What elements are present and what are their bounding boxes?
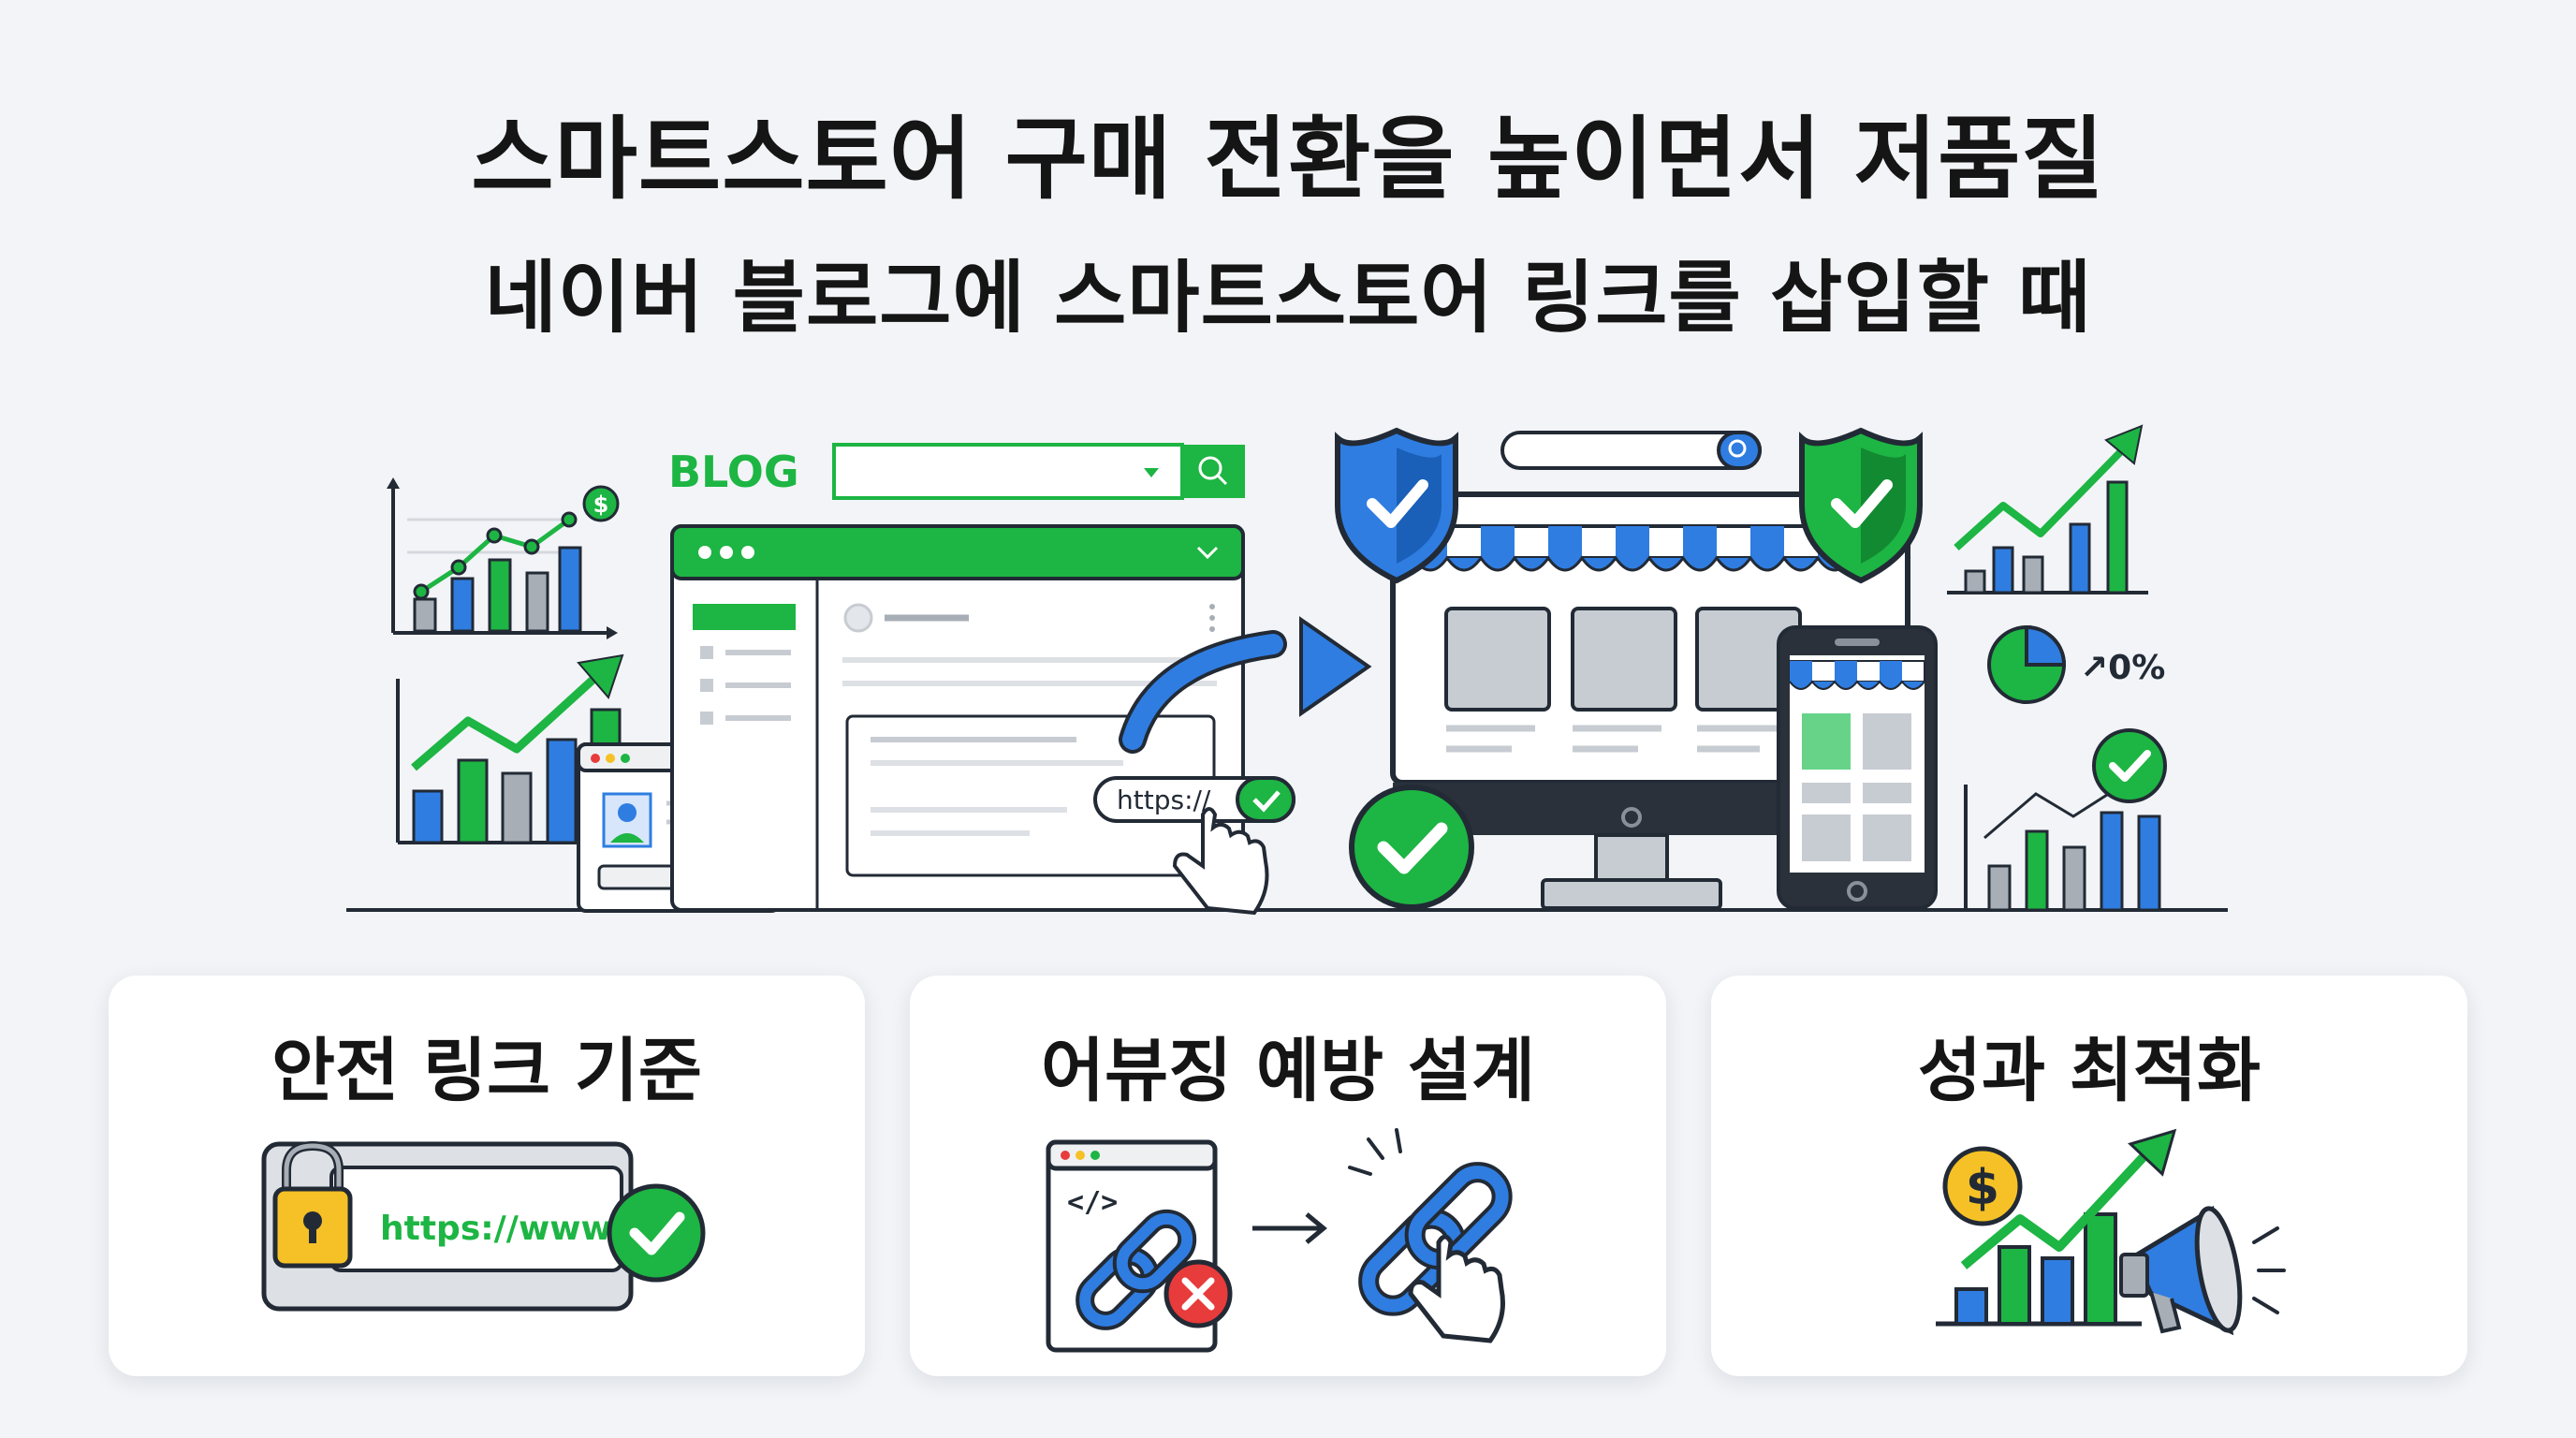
blog-search-button <box>1182 445 1245 498</box>
page-title: 스마트스토어 구매 전환을 높이면서 저품질 <box>471 107 2105 212</box>
arrow-right-icon <box>1299 616 1372 717</box>
card-title: 성과 최적화 <box>1917 1031 2261 1111</box>
chevron-down-icon <box>1196 546 1219 560</box>
growth-chart-top-right <box>1947 424 2148 594</box>
hero-illustration: $ BLOG <box>346 424 2228 916</box>
chevron-down-icon <box>1144 468 1159 477</box>
stat-label: ↗0% <box>2080 649 2165 687</box>
pointer-hand-icon <box>1408 1234 1505 1343</box>
card-title: 어뷰징 예방 설계 <box>1040 1031 1536 1111</box>
coin-symbol: $ <box>1966 1160 1999 1216</box>
check-circle-icon <box>1349 785 1474 910</box>
code-text: </> <box>1067 1186 1118 1219</box>
shield-check-icon-blue <box>1335 427 1458 584</box>
broken-link-icon <box>1076 1209 1197 1330</box>
card-title: 안전 링크 기준 <box>271 1031 702 1111</box>
error-x-icon <box>1164 1259 1233 1328</box>
arrow-right-icon <box>1252 1212 1327 1244</box>
card-abuse-prevention: 어뷰징 예방 설계 </> <box>910 976 1666 1376</box>
spark-lines <box>1348 1128 1402 1176</box>
lock-icon <box>272 1140 353 1269</box>
growth-chart-top-left: $ <box>387 477 620 639</box>
pie-chart-icon <box>1987 624 2067 704</box>
growth-chart-bottom-left <box>396 653 624 844</box>
smartphone <box>1777 625 1938 910</box>
check-icon <box>1252 790 1281 813</box>
search-icon <box>1728 439 1747 458</box>
link-chain-icon <box>1358 1162 1513 1316</box>
link-insert-group: https:// <box>1093 616 1372 916</box>
pointer-hand-icon <box>1172 807 1269 916</box>
megaphone-icon <box>2119 1205 2243 1336</box>
svg-text:https://: https:// <box>1117 785 1211 815</box>
page-subtitle: 네이버 블로그에 스마트스토어 링크를 삽입할 때 <box>484 252 2092 344</box>
check-circle-icon <box>2092 728 2167 803</box>
url-text: https://www <box>380 1210 612 1248</box>
blog-search-box <box>832 443 1184 500</box>
search-icon <box>1198 456 1222 480</box>
card-safe-link-criteria: 안전 링크 기준 https://www <box>109 976 865 1376</box>
dollar-coin-icon <box>582 485 620 522</box>
trend-arrow-icon <box>2128 1128 2177 1177</box>
check-circle-icon <box>607 1183 706 1283</box>
shield-check-icon-green <box>1799 427 1923 584</box>
card-performance-optimization: 성과 최적화 $ <box>1711 976 2467 1376</box>
svg-text:$: $ <box>593 492 609 518</box>
growth-chart-bottom-right <box>1964 728 2167 912</box>
blog-label: BLOG <box>668 447 799 497</box>
dollar-coin-icon: $ <box>1942 1146 2023 1226</box>
sound-lines <box>2252 1226 2286 1314</box>
blog-header: BLOG <box>668 443 1245 500</box>
